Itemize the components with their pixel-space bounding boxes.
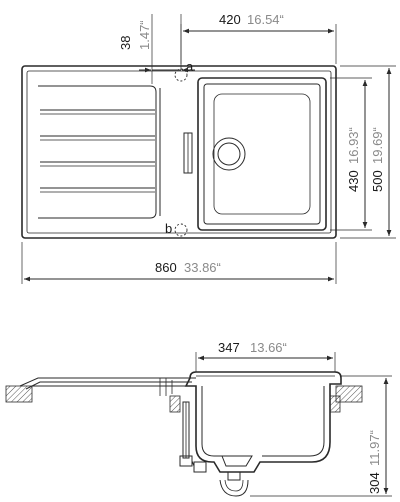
dim-offset-inch: 1.47“ (137, 20, 152, 50)
bowl-profile (184, 371, 342, 473)
tap-hole-b (174, 223, 188, 237)
drainer-profile (19, 377, 196, 396)
dim-bowl-width-inch: 13.66“ (250, 340, 287, 355)
section-view: 347 13.66“ (5, 340, 392, 497)
dim-total-width-inch: 33.86“ (184, 260, 221, 275)
dim-depth-inch: 11.97“ (367, 430, 382, 466)
drainer (38, 85, 161, 219)
marker-a-label: a (186, 59, 194, 74)
plan-view: a b 38 1.47“ 420 16.54“ 430 16.93“ (21, 12, 396, 284)
dim-depth: 304 11.97“ (250, 375, 392, 497)
dim-bowl-width-mm: 347 (218, 340, 240, 355)
dim-bowl-height: 430 16.93“ (330, 77, 372, 231)
dim-total-height-mm: 500 (370, 170, 385, 192)
dim-bowl-height-mm: 430 (346, 170, 361, 192)
dim-total-width: 860 33.86“ (21, 242, 337, 284)
dim-total-height: 500 19.69“ (340, 65, 396, 239)
waste-pipe (179, 401, 249, 497)
sink-outline (21, 65, 337, 239)
countertop-right (335, 385, 363, 403)
dim-bowl-height-inch: 16.93“ (346, 127, 361, 164)
dim-width-top: 420 16.54“ (180, 12, 337, 64)
clip-left (169, 395, 181, 413)
countertop-left (5, 385, 33, 403)
dim-total-height-inch: 19.69“ (370, 127, 385, 164)
clip-right (329, 395, 341, 413)
dim-total-width-mm: 860 (155, 260, 177, 275)
dim-offset-mm: 38 (118, 36, 133, 50)
dim-width-top-mm: 420 (219, 12, 241, 27)
dim-width-top-inch: 16.54“ (247, 12, 284, 27)
dim-offset: 38 1.47“ (118, 14, 195, 84)
bowl (197, 77, 327, 231)
marker-b-label: b (165, 221, 172, 236)
sink-outline-inner (26, 70, 332, 234)
dim-depth-mm: 304 (367, 472, 382, 494)
dim-bowl-width: 347 13.66“ (195, 340, 336, 372)
drain-inner (217, 142, 241, 166)
drain-outer (212, 137, 246, 171)
tap-hole-a (174, 68, 188, 82)
